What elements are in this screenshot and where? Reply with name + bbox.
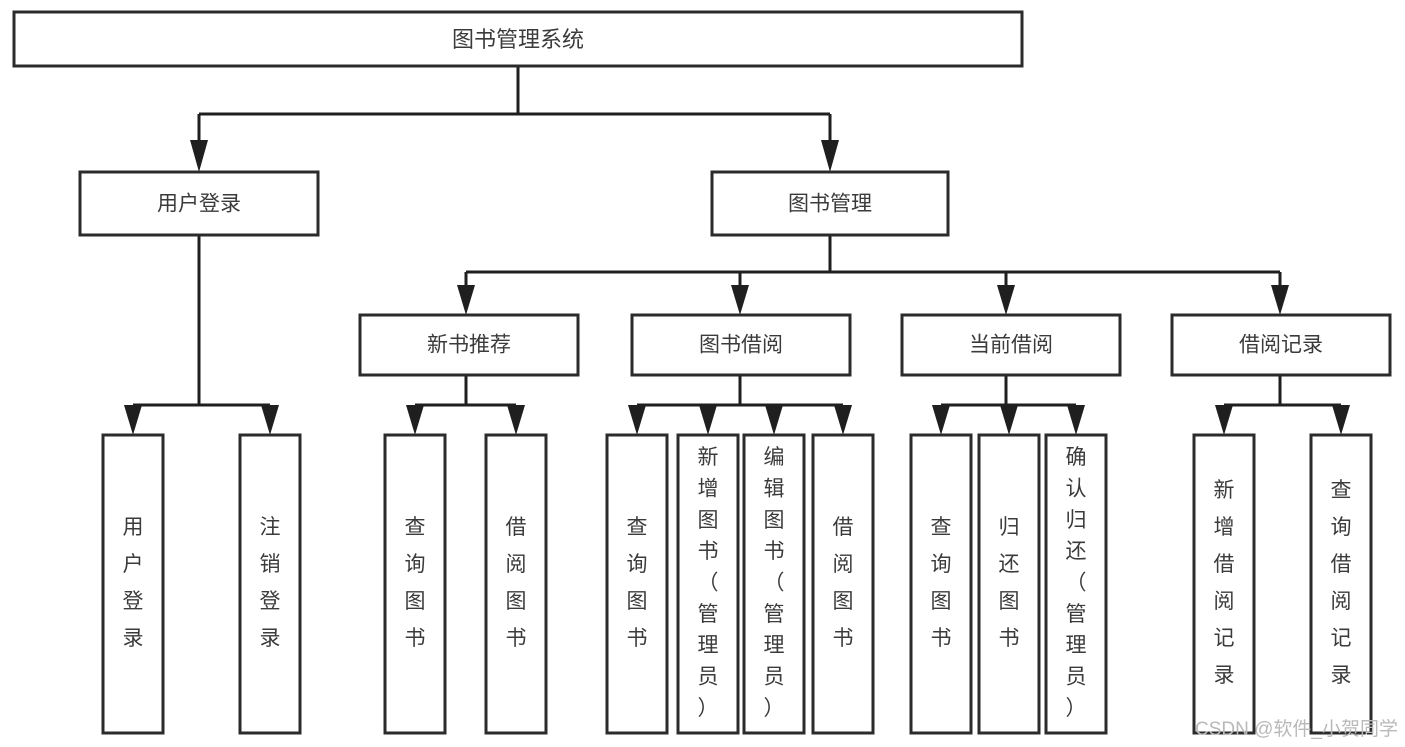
node-leaf-borrow-book-1-label: 借阅图书: [506, 516, 527, 650]
arrow-head-leaf-user-login: [124, 405, 142, 435]
node-leaf-edit-book-label: 编辑图书（管理员）: [764, 446, 785, 720]
connector-group-borrow-record: [1215, 375, 1350, 435]
node-leaf-return-book[interactable]: 归还图书: [977, 433, 1041, 735]
node-root-box[interactable]: [12, 10, 1024, 68]
node-book-borrow-label: 图书借阅: [699, 334, 783, 357]
node-book-borrow-box[interactable]: [630, 313, 852, 377]
node-leaf-user-login[interactable]: 用户登录: [101, 433, 165, 735]
arrow-head-leaf-query-book-1: [406, 405, 424, 435]
arrow-head-leaf-borrow-book-1: [507, 405, 525, 435]
node-leaf-query-book-2-box[interactable]: [605, 433, 669, 735]
node-leaf-edit-book-box[interactable]: [742, 433, 806, 735]
watermark-label: CSDN @软件_小贺同学: [1195, 718, 1398, 740]
arrow-head-leaf-query-record: [1332, 405, 1350, 435]
node-root-label: 图书管理系统: [452, 27, 584, 52]
connector-group-book-management: [457, 235, 1289, 315]
node-leaf-user-login-label: 用户登录: [123, 516, 144, 650]
arrow-head-leaf-add-book: [699, 405, 717, 435]
node-leaf-confirm-return-box[interactable]: [1044, 433, 1108, 735]
node-leaf-query-book-1-box[interactable]: [383, 433, 447, 735]
node-leaf-borrow-book-1[interactable]: 借阅图书: [484, 433, 548, 735]
node-leaf-query-record-label: 查询借阅记录: [1331, 479, 1352, 687]
node-leaf-borrow-book-2[interactable]: 借阅图书: [811, 433, 875, 735]
node-leaf-add-book[interactable]: 新增图书（管理员）: [676, 433, 740, 735]
node-user-login-label: 用户登录: [157, 193, 241, 216]
node-leaf-add-book-label: 新增图书（管理员）: [698, 446, 719, 720]
arrow-head-leaf-return-book: [1000, 405, 1018, 435]
node-leaf-query-book-1-label: 查询图书: [405, 516, 426, 650]
connector-group-book-borrow: [628, 375, 852, 435]
arrow-head-leaf-logout: [261, 405, 279, 435]
node-leaf-add-record[interactable]: 新增借阅记录: [1192, 433, 1256, 735]
node-leaf-borrow-book-2-label: 借阅图书: [833, 516, 854, 650]
node-leaf-query-record-box[interactable]: [1309, 433, 1373, 735]
node-leaf-borrow-book-1-box[interactable]: [484, 433, 548, 735]
node-leaf-logout-label: 注销登录: [260, 516, 281, 650]
node-leaf-query-book-3-label: 查询图书: [931, 516, 952, 650]
node-current-borrow-label: 当前借阅: [969, 334, 1053, 357]
arrow-head-borrow-record: [1271, 285, 1289, 315]
connector-group-current-borrow: [932, 375, 1085, 435]
node-new-book-recommend-label: 新书推荐: [427, 334, 511, 357]
node-current-borrow[interactable]: 当前借阅: [900, 313, 1122, 377]
node-book-management-label: 图书管理: [788, 193, 872, 216]
node-leaf-add-book-box[interactable]: [676, 433, 740, 735]
node-leaf-query-record[interactable]: 查询借阅记录: [1309, 433, 1373, 735]
arrow-head-leaf-query-book-3: [932, 405, 950, 435]
connector-group-new-book-recommend: [406, 375, 525, 435]
node-borrow-record-box[interactable]: [1170, 313, 1392, 377]
node-leaf-add-record-label: 新增借阅记录: [1214, 479, 1235, 687]
arrow-head-current-borrow: [997, 285, 1015, 315]
connector-group-user-login: [124, 235, 279, 435]
arrow-head-leaf-edit-book: [765, 405, 783, 435]
node-leaf-borrow-book-2-box[interactable]: [811, 433, 875, 735]
node-leaf-query-book-2[interactable]: 查询图书: [605, 433, 669, 735]
node-new-book-recommend[interactable]: 新书推荐: [358, 313, 580, 377]
node-leaf-confirm-return[interactable]: 确认归还（管理员）: [1044, 433, 1108, 735]
node-leaf-logout[interactable]: 注销登录: [238, 433, 302, 735]
arrow-head-leaf-query-book-2: [628, 405, 646, 435]
arrow-head-leaf-confirm-return: [1067, 405, 1085, 435]
arrow-head-leaf-borrow-book-2: [834, 405, 852, 435]
arrow-head-user-login: [190, 140, 208, 172]
node-new-book-recommend-box[interactable]: [358, 313, 580, 377]
node-root[interactable]: 图书管理系统: [12, 10, 1024, 68]
arrow-head-leaf-add-record: [1215, 405, 1233, 435]
connector-group-root: [190, 66, 839, 172]
node-leaf-query-book-3[interactable]: 查询图书: [909, 433, 973, 735]
node-leaf-query-book-1[interactable]: 查询图书: [383, 433, 447, 735]
node-leaf-return-book-box[interactable]: [977, 433, 1041, 735]
arrow-head-book-management: [821, 140, 839, 172]
node-book-management[interactable]: 图书管理: [710, 170, 950, 237]
arrow-head-new-book-recommend: [457, 285, 475, 315]
node-borrow-record-label: 借阅记录: [1239, 334, 1323, 357]
node-current-borrow-box[interactable]: [900, 313, 1122, 377]
node-leaf-logout-box[interactable]: [238, 433, 302, 735]
node-leaf-confirm-return-label: 确认归还（管理员）: [1066, 446, 1087, 720]
node-leaf-query-book-3-box[interactable]: [909, 433, 973, 735]
node-user-login-box[interactable]: [78, 170, 320, 237]
node-leaf-query-book-2-label: 查询图书: [627, 516, 648, 650]
node-leaf-add-record-box[interactable]: [1192, 433, 1256, 735]
arrow-head-book-borrow: [731, 285, 749, 315]
node-book-management-box[interactable]: [710, 170, 950, 237]
node-book-borrow[interactable]: 图书借阅: [630, 313, 852, 377]
node-leaf-return-book-label: 归还图书: [999, 516, 1020, 650]
node-leaf-edit-book[interactable]: 编辑图书（管理员）: [742, 433, 806, 735]
node-borrow-record[interactable]: 借阅记录: [1170, 313, 1392, 377]
node-leaf-user-login-box[interactable]: [101, 433, 165, 735]
node-user-login[interactable]: 用户登录: [78, 170, 320, 237]
